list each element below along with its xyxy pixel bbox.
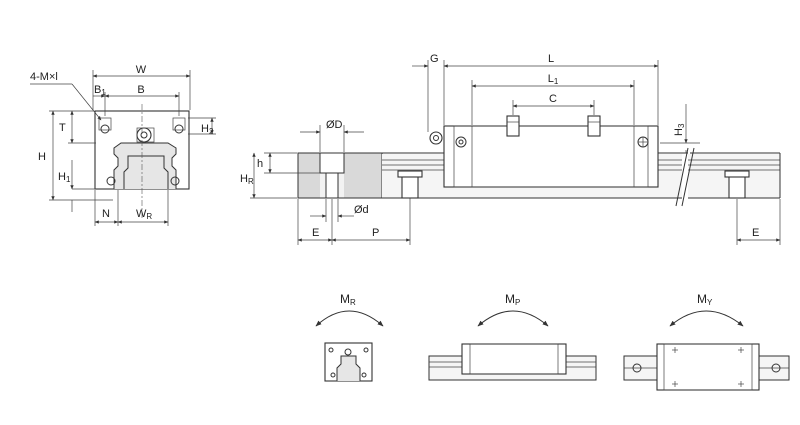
dim-WR: WR [136, 208, 152, 221]
dim-P: P [372, 227, 379, 239]
dim-L1: L1 [548, 73, 559, 86]
front-view: W B1 B 4-M×l H T H1 H2 [30, 64, 216, 226]
side-view: G L L1 C H3 E [382, 53, 781, 245]
dim-HR: HR [240, 173, 254, 186]
block-side [443, 125, 659, 188]
svg-text:MP: MP [505, 292, 520, 307]
rail-inner-profile [123, 155, 169, 189]
dim-B1: B1 [94, 84, 106, 97]
dim-L: L [548, 53, 554, 65]
dim-B: B [137, 84, 144, 96]
dim-E-right: E [752, 227, 759, 239]
grease-nipple [136, 127, 152, 143]
svg-text:MY: MY [697, 292, 713, 307]
thread-callout: 4-M×l [30, 71, 58, 83]
svg-text:MR: MR [340, 292, 356, 307]
dim-d: Ød [354, 204, 369, 216]
screw-br [170, 176, 180, 186]
dim-W: W [136, 64, 147, 76]
mount-hole-tr [172, 117, 186, 131]
dim-H: H [38, 151, 46, 163]
moment-MY: MY [623, 292, 790, 391]
dim-G: G [430, 53, 439, 65]
rail-section-view: ØD h HR Ød E P [240, 119, 411, 245]
dim-N: N [102, 208, 110, 220]
dim-H2: H2 [201, 123, 214, 136]
rail-profile [113, 142, 177, 189]
dim-H1: H1 [58, 171, 71, 184]
moment-MP: MP [428, 292, 597, 381]
screw-tl [100, 124, 110, 134]
dim-T: T [59, 122, 66, 134]
mount-hole-tl [98, 117, 112, 131]
screw-tr [174, 124, 184, 134]
dim-C: C [549, 93, 557, 105]
screw-bl [106, 176, 116, 186]
moment-MR: MR [315, 292, 384, 382]
dim-H3: H3 [673, 123, 686, 136]
dim-h: h [257, 158, 263, 170]
dim-D: ØD [326, 119, 343, 131]
dim-E-left: E [312, 227, 319, 239]
